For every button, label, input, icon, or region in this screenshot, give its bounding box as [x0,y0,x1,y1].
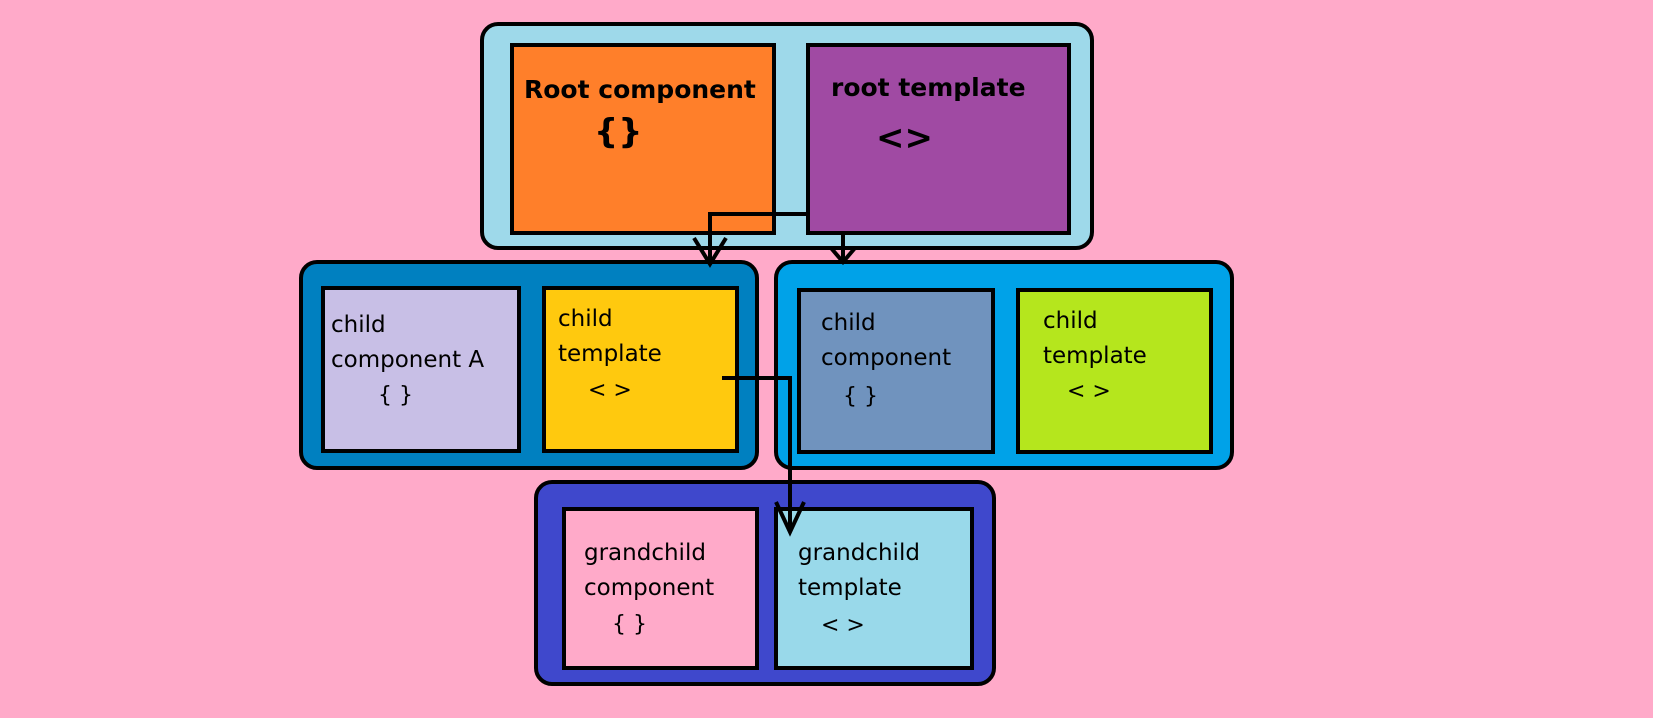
root-component-box [510,43,776,235]
child-a-template-box [542,286,739,453]
child-a-component-braces-icon: { } [378,383,413,408]
grandchild-template-label: grandchild template [798,540,920,601]
grandchild-template-angle-icon: < > [821,613,865,638]
root-template-label: root template [831,73,1026,102]
grandchild-component-label: grandchild component [584,540,715,601]
root-template-box [806,43,1071,235]
child-a-template-angle-icon: < > [588,378,632,403]
root-component-label: Root component [524,75,756,104]
child-b-template-angle-icon: < > [1067,379,1111,404]
grandchild-template-box [774,507,974,670]
root-component-braces-icon: {} [594,112,643,152]
child-b-component-label: child component [821,310,952,371]
child-b-component-box [797,288,995,454]
child-a-component-label: child component A [331,312,485,373]
child-a-component-box [321,286,521,453]
child-b-component-braces-icon: { } [843,384,878,409]
child-b-template-label: child template [1043,308,1147,369]
grandchild-component-braces-icon: { } [612,612,647,637]
child-b-template-box [1016,288,1213,454]
child-a-template-label: child template [558,306,662,367]
root-template-angle-icon: <> [876,118,933,158]
grandchild-component-box [562,507,759,670]
